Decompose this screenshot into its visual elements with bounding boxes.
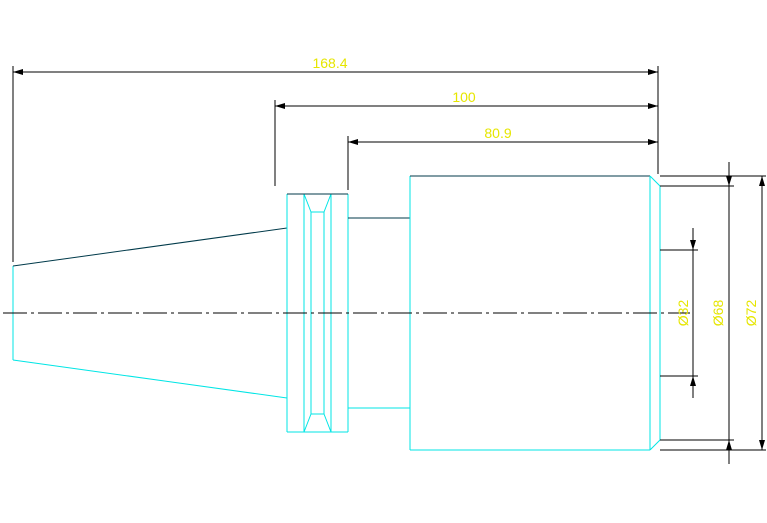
horizontal-dimensions: [12, 66, 659, 262]
dim-text-counterbore-diameter: Ø68: [710, 300, 726, 327]
dim-text-bore-diameter: Ø32: [675, 300, 691, 327]
neck: [348, 217, 410, 409]
dim-text-overall-length: 168.4: [312, 55, 347, 71]
vertical-dimensions: [660, 162, 766, 464]
dim-text-outer-diameter: Ø72: [743, 300, 759, 327]
dim-text-body-length: 80.9: [484, 125, 511, 141]
dim-text-flange-to-end: 100: [452, 89, 476, 105]
